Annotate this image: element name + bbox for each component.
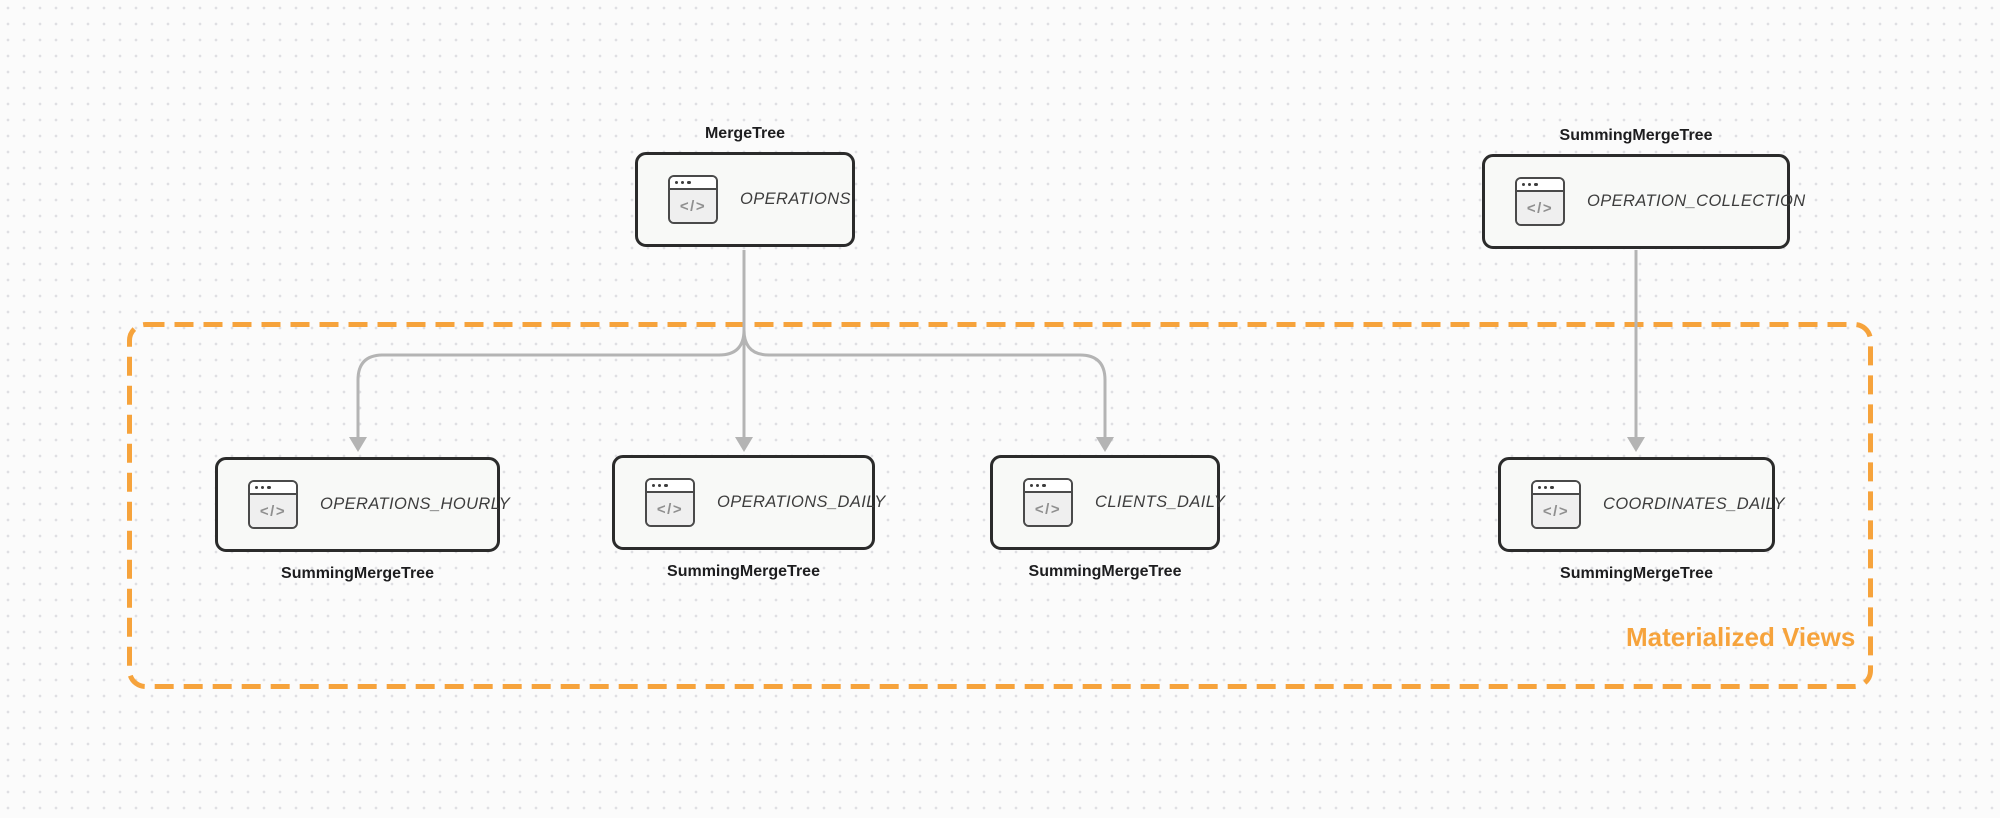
code-glyph: </> — [1533, 495, 1579, 527]
engine-label: SummingMergeTree — [1028, 563, 1182, 580]
code-glyph: </> — [647, 493, 693, 525]
arrowhead-clients-daily — [1096, 437, 1114, 452]
node-operations-daily[interactable]: </> OPERATIONS_DAILY SummingMergeTree — [612, 455, 885, 581]
node-box: </> COORDINATES_DAILY — [1498, 457, 1785, 552]
node-box: </> OPERATIONS_DAILY — [612, 455, 885, 550]
arrowhead-coordinates-daily — [1627, 437, 1645, 452]
code-window-icon: </> — [668, 175, 718, 224]
engine-label: SummingMergeTree — [1559, 127, 1713, 144]
window-titlebar-dots — [647, 480, 693, 493]
engine-label: SummingMergeTree — [281, 565, 434, 582]
node-title: COORDINATES_DAILY — [1603, 495, 1785, 513]
node-box: </> OPERATION_COLLECTION — [1482, 154, 1805, 249]
code-window-icon: </> — [1531, 480, 1581, 529]
window-titlebar-dots — [1517, 179, 1563, 192]
node-clients-daily[interactable]: </> CLIENTS_DAILY SummingMergeTree — [990, 455, 1225, 581]
arrowhead-operations-daily — [735, 437, 753, 452]
node-title: OPERATIONS_DAILY — [717, 493, 886, 511]
node-title: OPERATIONS — [740, 190, 851, 208]
code-window-icon: </> — [1515, 177, 1565, 226]
edge-operations-to-clients-daily — [742, 250, 1107, 438]
node-box: </> OPERATIONS — [635, 152, 855, 247]
node-operation-collection[interactable]: SummingMergeTree </> OPERATION_COLLECTIO… — [1482, 126, 1805, 249]
engine-label: SummingMergeTree — [1560, 565, 1713, 582]
code-window-icon: </> — [1023, 478, 1073, 527]
code-glyph: </> — [670, 190, 716, 222]
arrowhead-operations-hourly — [349, 437, 367, 452]
node-title: OPERATIONS_HOURLY — [320, 495, 511, 513]
node-operations[interactable]: MergeTree </> OPERATIONS — [635, 124, 855, 247]
code-glyph: </> — [1517, 192, 1563, 224]
materialized-views-group-border — [127, 322, 1873, 689]
code-window-icon: </> — [248, 480, 298, 529]
node-coordinates-daily[interactable]: </> COORDINATES_DAILY SummingMergeTree — [1498, 457, 1785, 583]
node-box: </> OPERATIONS_HOURLY — [215, 457, 510, 552]
code-glyph: </> — [1025, 493, 1071, 525]
node-box: </> CLIENTS_DAILY — [990, 455, 1225, 550]
window-titlebar-dots — [1025, 480, 1071, 493]
node-title: OPERATION_COLLECTION — [1587, 192, 1806, 210]
group-label-materialized-views: Materialized Views — [1626, 622, 1856, 652]
code-window-icon: </> — [645, 478, 695, 527]
window-titlebar-dots — [1533, 482, 1579, 495]
engine-label: SummingMergeTree — [667, 563, 820, 580]
node-title: CLIENTS_DAILY — [1095, 493, 1226, 511]
node-operations-hourly[interactable]: </> OPERATIONS_HOURLY SummingMergeTree — [215, 457, 510, 583]
window-titlebar-dots — [250, 482, 296, 495]
code-glyph: </> — [250, 495, 296, 527]
engine-label: MergeTree — [704, 125, 786, 142]
edge-operations-to-operations-hourly — [356, 250, 746, 438]
window-titlebar-dots — [670, 177, 716, 190]
